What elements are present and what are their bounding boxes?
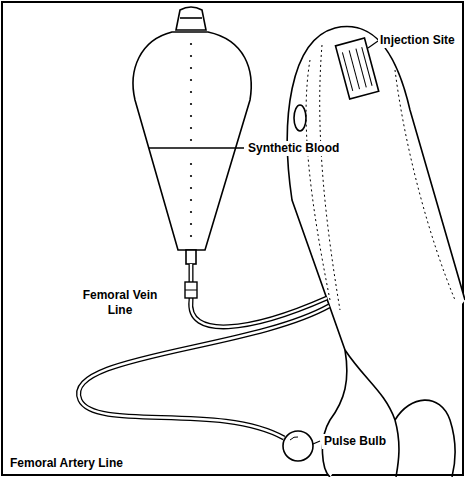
injection-site-label: Injection Site <box>378 33 457 48</box>
leader-line <box>368 41 378 48</box>
graduation-dots <box>190 43 192 237</box>
arm-model <box>287 27 465 477</box>
artery-line-label: Femoral Artery Line <box>8 456 125 471</box>
vein-line-label: Femoral Vein Line <box>80 288 160 318</box>
iv-bag <box>133 7 251 264</box>
pulse-bulb <box>283 431 320 461</box>
bulb-label: Pulse Bulb <box>322 434 388 449</box>
tubing <box>79 264 329 438</box>
bag-label: Synthetic Blood <box>246 141 341 156</box>
